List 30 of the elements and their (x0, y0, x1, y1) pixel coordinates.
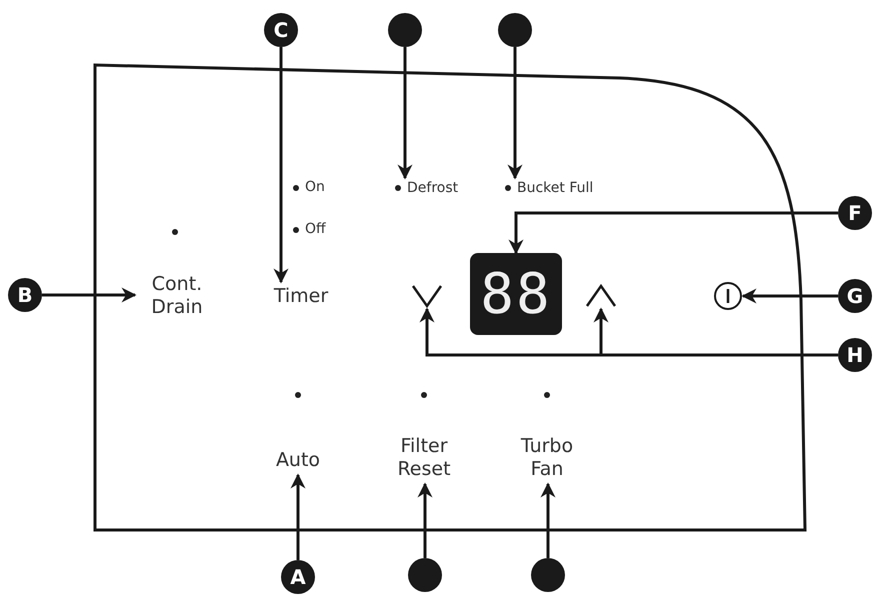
button-label: Timer (274, 284, 328, 308)
button-label: Turbo Fan (520, 435, 574, 481)
callout-circle (408, 558, 442, 592)
arrow (594, 308, 838, 356)
button-label: Auto (276, 448, 320, 472)
callout-circle (388, 13, 422, 47)
indicator-label: Defrost (407, 180, 458, 196)
arrow (540, 482, 556, 558)
indicator-label: Off (305, 221, 326, 237)
indicator-label: On (305, 179, 325, 195)
digit-display: 88 (470, 253, 562, 335)
callout-circle: G (838, 279, 872, 313)
callout-circle: B (8, 278, 42, 312)
indicator-label: Bucket Full (517, 180, 594, 196)
arrow (508, 47, 522, 180)
arrow (742, 288, 838, 304)
callout-circle: H (838, 338, 872, 372)
button-label: Filter Reset (396, 435, 452, 481)
callout-circle: F (838, 196, 872, 230)
callout-circle (498, 13, 532, 47)
callout-circle: A (281, 560, 315, 594)
callout-circle: C (264, 13, 298, 47)
callout-circle (531, 558, 565, 592)
arrow (508, 212, 838, 254)
arrow (398, 47, 412, 180)
arrow (418, 482, 432, 558)
arrow (274, 47, 288, 284)
button-label: Cont. Drain (150, 273, 204, 319)
arrow (42, 288, 136, 302)
arrow (290, 474, 306, 560)
